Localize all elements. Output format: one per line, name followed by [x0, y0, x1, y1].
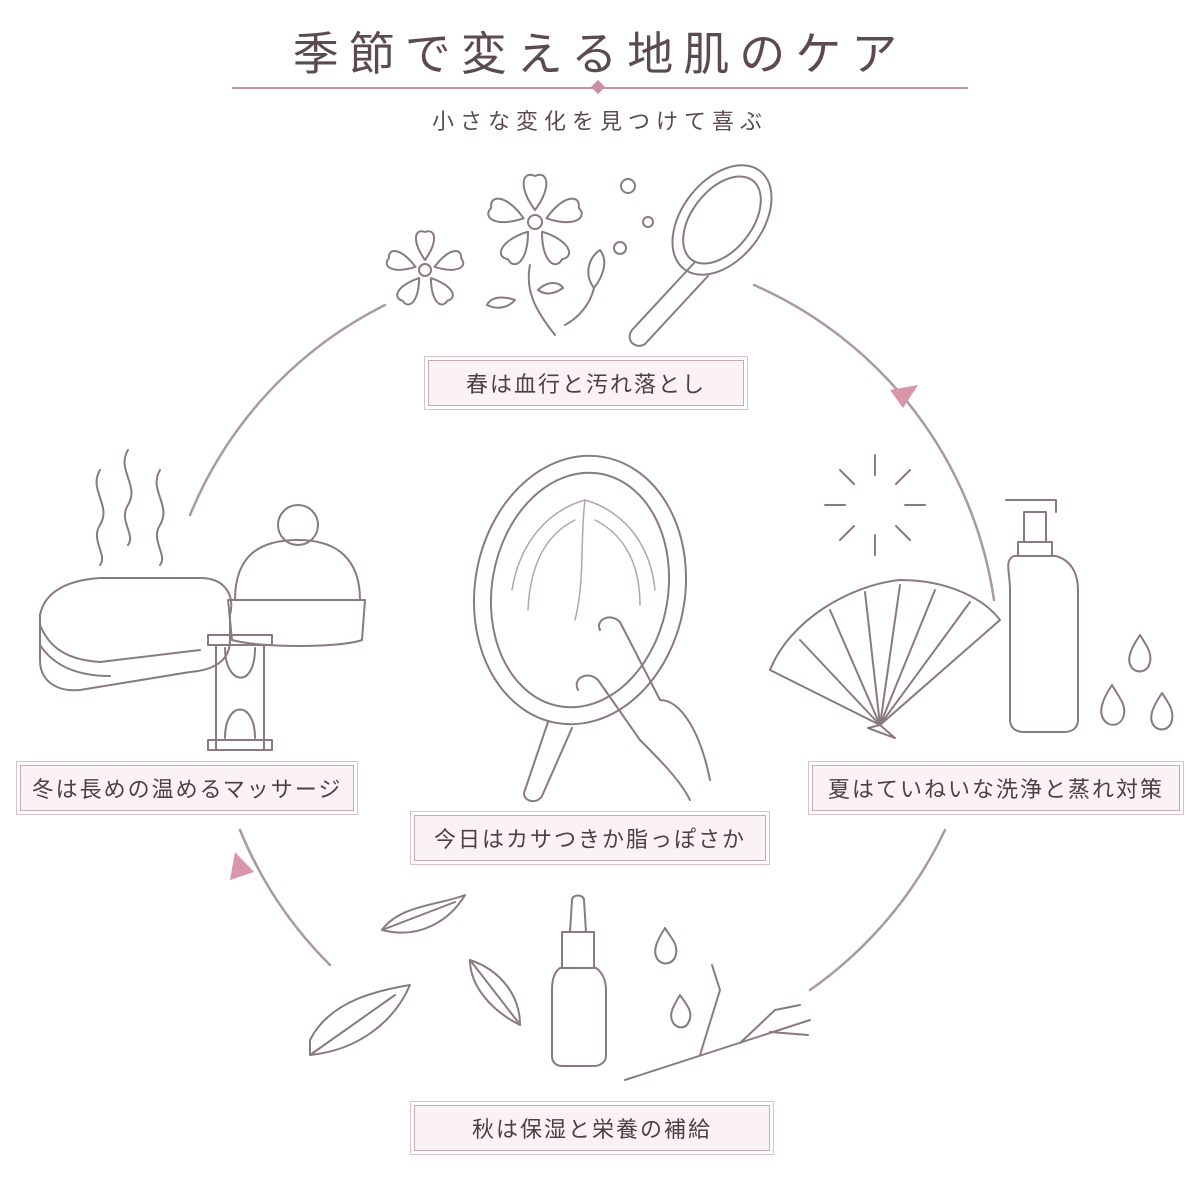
arrow-spring-to-summer-icon — [890, 385, 918, 408]
cycle-arc-summer-autumn — [808, 828, 947, 992]
cycle-ring — [188, 283, 996, 992]
cycle-arc-winter-spring — [188, 303, 387, 517]
dropper-bottle-icon — [551, 894, 607, 1067]
pump-bottle-icon — [1005, 499, 1079, 733]
falling-leaves-icon — [309, 894, 521, 1056]
sun-rays-icon — [824, 454, 926, 556]
page-title: 季節で変える地肌のケア — [292, 27, 908, 81]
page-subtitle: 小さな変化を見つけて喜ぶ — [431, 110, 768, 135]
hourglass-icon — [207, 634, 273, 751]
label-spring: 春は血行と汚れ落とし — [424, 356, 748, 410]
steam-icon — [95, 449, 165, 566]
label-autumn: 秋は保湿と栄養の補給 — [410, 1101, 774, 1155]
cycle-arc-spring-summer — [752, 283, 996, 602]
fingers-touch-icon — [575, 616, 711, 801]
sakura-branch-icon — [486, 249, 606, 336]
sakura-flower-icon — [487, 173, 583, 266]
hand-mirror-icon — [472, 454, 688, 803]
knit-hat-icon — [227, 504, 366, 647]
sakura-flower-icon — [385, 230, 465, 306]
bubbles-icon — [613, 178, 654, 255]
folded-towel-icon — [39, 577, 233, 692]
label-winter: 冬は長めの温めるマッサージ — [16, 761, 358, 815]
twig-icon — [624, 964, 811, 1081]
folding-fan-icon — [769, 579, 1001, 739]
oil-drops-icon — [654, 927, 692, 1029]
hairbrush-icon — [628, 164, 773, 347]
label-center: 今日はカサつきか脂っぽさか — [410, 811, 770, 865]
water-drops-icon — [1100, 634, 1174, 731]
arrow-autumn-to-winter-icon — [230, 852, 254, 880]
scalp-hair-icon — [511, 499, 656, 621]
label-summer: 夏はていねいな洗浄と蒸れ対策 — [808, 761, 1184, 815]
cycle-arc-autumn-winter — [238, 828, 332, 967]
